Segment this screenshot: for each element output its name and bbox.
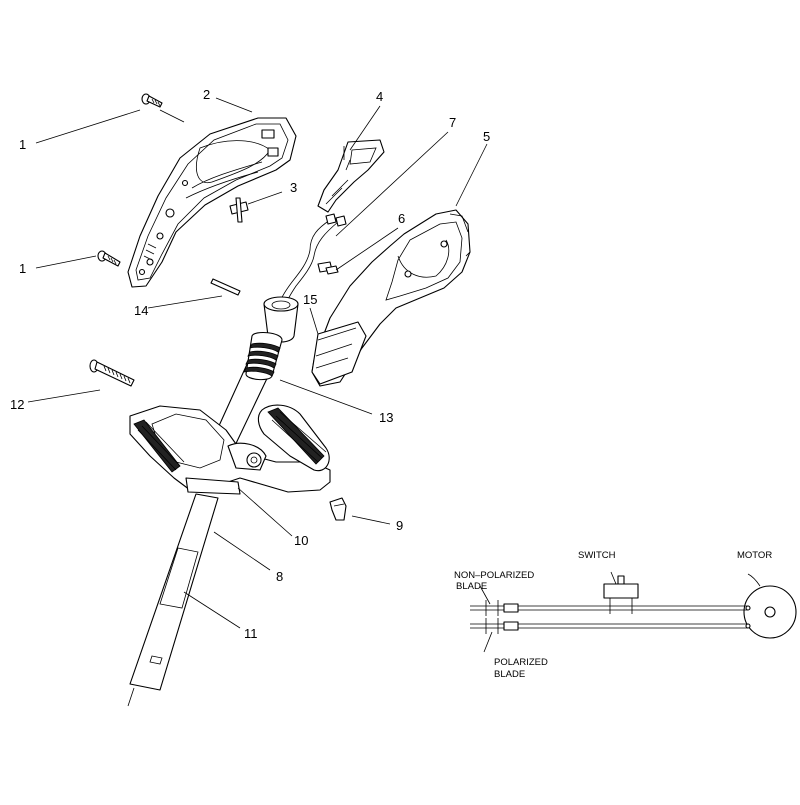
- callout-11: 11: [244, 626, 258, 641]
- polarized-label-2: BLADE: [494, 669, 525, 680]
- lower-shaft: [127, 493, 219, 707]
- switch-button: [617, 575, 625, 585]
- callout-14: 14: [134, 303, 148, 318]
- switch-label: SWITCH: [578, 550, 616, 561]
- leader-lines: [27, 97, 488, 629]
- callout-10: 10: [294, 533, 308, 548]
- callout-1b: 1: [19, 261, 26, 276]
- non-polarized-label-1: NON–POLARIZED: [454, 570, 534, 581]
- screw-lower: [97, 250, 121, 267]
- callout-12: 12: [10, 397, 24, 412]
- switch-trigger: [317, 139, 385, 213]
- housing-half: [127, 117, 297, 288]
- aux-handle: [129, 404, 331, 495]
- polarized-label-1: POLARIZED: [494, 657, 548, 668]
- non-polarized-blade: [485, 600, 499, 616]
- callout-6: 6: [398, 211, 405, 226]
- collar: [263, 296, 299, 343]
- callout-8: 8: [276, 569, 283, 584]
- motor-leader: [747, 573, 761, 587]
- wiring-diagram: SWITCH MOTOR NON–POLARIZED BLADE POLARIZ…: [454, 550, 797, 680]
- switch-body: [603, 583, 639, 599]
- non-polarized-label-2: BLADE: [456, 581, 487, 592]
- callout-5: 5: [483, 129, 490, 144]
- wire-harness: [279, 213, 347, 305]
- bracket: [229, 197, 249, 223]
- screw-top: [141, 93, 163, 108]
- callout-13: 13: [379, 410, 393, 425]
- pin: [210, 278, 241, 296]
- rear-handle: [311, 209, 471, 387]
- callout-3: 3: [290, 180, 297, 195]
- long-bolt: [89, 359, 135, 387]
- callout-2: 2: [203, 87, 210, 102]
- polarized-blade: [485, 618, 499, 634]
- callout-7: 7: [449, 115, 456, 130]
- callout-numbers: 1 1 2 3 4 5 6 7 8 9 10 11 12 13 14 15: [10, 87, 490, 641]
- switch-leader: [610, 571, 617, 585]
- knob: [329, 497, 347, 521]
- motor-label: MOTOR: [737, 550, 772, 561]
- callout-9: 9: [396, 518, 403, 533]
- callout-4: 4: [376, 89, 383, 104]
- callout-15: 15: [303, 292, 317, 307]
- callout-1a: 1: [19, 137, 26, 152]
